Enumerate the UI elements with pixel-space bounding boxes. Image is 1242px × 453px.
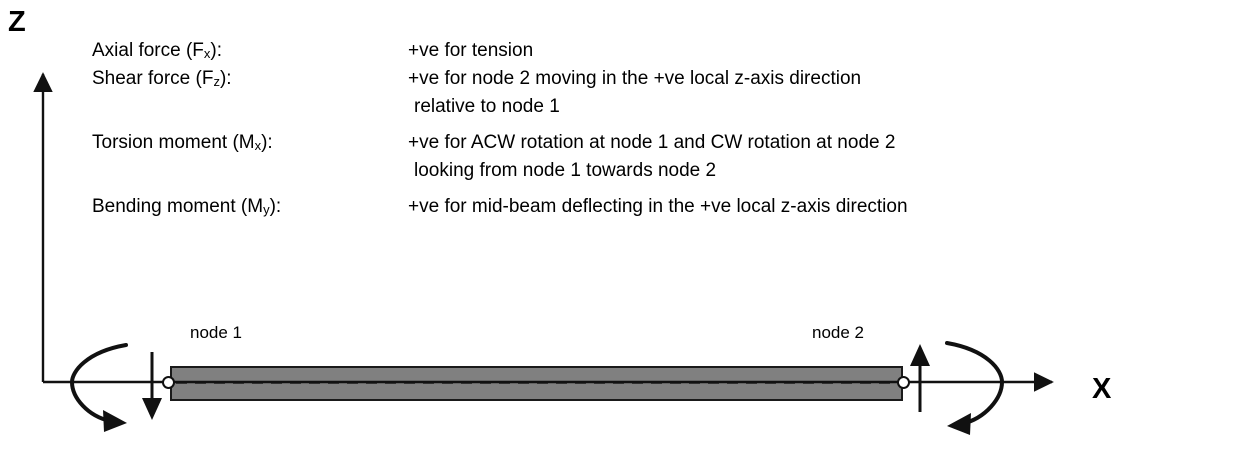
legend-spacer — [92, 119, 1192, 130]
sign-convention-legend: Axial force (Fx): +ve for tension Shear … — [92, 38, 1192, 222]
legend-def-bending-moment: +ve for mid-beam deflecting in the +ve l… — [408, 196, 908, 217]
legend-def-torsion-moment-line2: looking from node 1 towards node 2 — [414, 160, 717, 181]
legend-row-continuation: relative to node 1 — [92, 94, 1192, 119]
legend-term-subscript: y — [263, 202, 270, 217]
legend-row: Axial force (Fx): +ve for tension — [92, 38, 1192, 66]
legend-term-torsion-moment: Torsion moment (Mx): — [92, 130, 408, 158]
node-1-joint-marker — [162, 376, 175, 389]
legend-term-subscript: x — [203, 46, 211, 61]
node-2-torsion-moment-arc — [945, 341, 1005, 435]
legend-def-torsion-moment: +ve for ACW rotation at node 1 and CW ro… — [408, 132, 896, 153]
x-axis-label: X — [1092, 373, 1112, 405]
legend-term-axial-force: Axial force (Fx): — [92, 38, 408, 66]
legend-row: Shear force (Fz): +ve for node 2 moving … — [92, 66, 1192, 94]
legend-row: Bending moment (My): +ve for mid-beam de… — [92, 194, 1192, 222]
node-2-joint-marker — [897, 376, 910, 389]
legend-term-text: Shear force (F — [92, 68, 214, 89]
node-2-shear-arrow-up — [910, 344, 930, 412]
legend-term-text: Torsion moment (M — [92, 132, 255, 153]
legend-def-shear-force: +ve for node 2 moving in the +ve local z… — [408, 68, 862, 89]
legend-spacer — [92, 183, 1192, 194]
legend-term-text: Bending moment (M — [92, 196, 264, 217]
legend-term-tail: ): — [261, 132, 273, 153]
node-1-torsion-moment-arc — [69, 343, 128, 432]
legend-def-axial-force: +ve for tension — [408, 40, 534, 61]
legend-term-subscript: z — [213, 74, 220, 89]
legend-row: Torsion moment (Mx): +ve for ACW rotatio… — [92, 130, 1192, 158]
legend-term-shear-force: Shear force (Fz): — [92, 66, 408, 94]
beam-centerline — [176, 381, 898, 384]
legend-term-subscript: x — [254, 138, 262, 153]
legend-def-shear-force-line2: relative to node 1 — [414, 96, 560, 117]
legend-term-tail: ): — [269, 196, 282, 217]
legend-term-bending-moment: Bending moment (My): — [92, 194, 408, 222]
node-1-shear-arrow-down — [142, 352, 162, 420]
legend-row-continuation: looking from node 1 towards node 2 — [92, 158, 1192, 183]
node-2-label: node 2 — [812, 323, 864, 342]
legend-term-tail: ): — [219, 68, 232, 89]
z-axis-label: Z — [8, 6, 26, 38]
legend-term-tail: ): — [210, 40, 223, 61]
node-1-label: node 1 — [190, 323, 242, 342]
legend-term-text: Axial force (F — [92, 40, 204, 61]
